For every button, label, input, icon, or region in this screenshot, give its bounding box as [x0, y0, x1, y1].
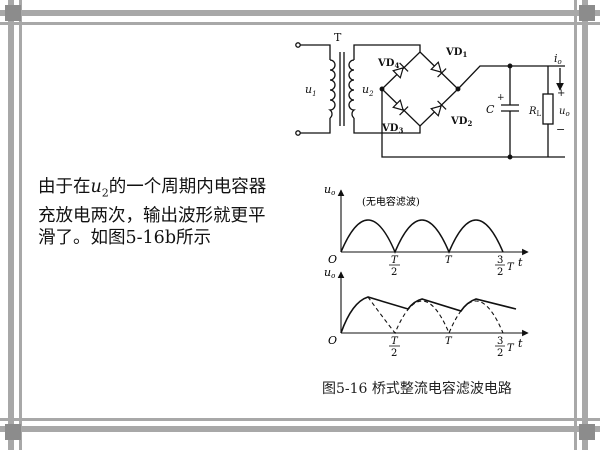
label-vd3: VD3	[381, 123, 403, 135]
wave1-tick-32-num: 3	[497, 255, 503, 266]
wave2-tick-32-den: 2	[497, 348, 503, 359]
wave2-tick-32-num: 3	[497, 336, 503, 347]
wave2-filtered-curve	[340, 296, 517, 334]
circuit-labels: T u1 u2 VD1 VD4 VD2 VD3 C + io RL uo + −	[305, 31, 570, 136]
diode-vd1	[430, 61, 447, 78]
bridge-diamond	[381, 51, 459, 127]
explanation-var: u	[90, 177, 102, 197]
secondary-coil	[348, 59, 356, 119]
wave1-tick-32-den: 2	[497, 267, 503, 278]
explanation-sub: 2	[101, 186, 109, 200]
label-u1: u1	[305, 83, 317, 98]
wave1-origin: O	[328, 253, 337, 266]
primary-wire-bottom	[298, 118, 331, 134]
label-capacitor: C	[486, 103, 495, 116]
wave2-tick-half-num: T	[391, 336, 399, 347]
figure-caption: 图5-16 桥式整流电容滤波电路	[322, 381, 512, 397]
primary-coil	[328, 59, 336, 119]
frame-corner-boxes	[5, 5, 595, 440]
diodes	[392, 61, 447, 117]
diode-vd3	[392, 99, 409, 116]
wave1-note: (无电容滤波)	[362, 195, 420, 208]
wave2-tick-half-den: 2	[391, 348, 397, 359]
output-wire-top	[457, 65, 510, 90]
bridge-circuit	[295, 42, 565, 160]
wave2-origin: O	[328, 334, 337, 347]
primary-terminal-top	[295, 42, 301, 48]
wave2-ylabel: uo	[324, 266, 335, 280]
label-transformer: T	[334, 31, 342, 44]
wave1-tick-32-T: T	[507, 262, 515, 273]
label-vd4: VD4	[377, 58, 399, 70]
explanation-part1: 由于在	[38, 177, 91, 197]
load-resistor	[542, 93, 554, 125]
label-minus: −	[556, 123, 565, 136]
wave1-rectified-curve	[340, 219, 504, 254]
wave2-rectified-dashed	[367, 296, 504, 335]
waveform-with-filter: uo O t T 2 T 3 2 T	[324, 266, 529, 359]
diode-vd2	[430, 100, 447, 117]
label-io: io	[554, 52, 562, 66]
primary-terminal-bottom	[295, 130, 301, 136]
wave2-tick-T: T	[445, 336, 453, 347]
wave1-tick-half-den: 2	[391, 267, 397, 278]
secondary-wire-bottom	[353, 118, 421, 134]
label-plus: +	[557, 88, 565, 99]
wave2-tick-32-T: T	[507, 343, 515, 354]
explanation-part2: 的一个周期内电容器充放电两次，输出波形就更平滑了。如图5-16b所示	[38, 177, 267, 248]
label-u2: u2	[362, 83, 374, 98]
label-rl: RL	[528, 106, 542, 118]
explanation-text: 由于在u2的一个周期内电容器充放电两次，输出波形就更平滑了。如图5-16b所示	[38, 176, 270, 249]
waveform-no-filter: uo (无电容滤波) O t T 2 T 3 2 T	[324, 183, 529, 278]
diode-vd4	[392, 62, 409, 79]
label-vd1: VD1	[445, 47, 467, 59]
wave2-t-label: t	[518, 337, 523, 350]
wave1-ylabel: uo	[324, 183, 335, 197]
wave1-tick-T: T	[445, 255, 453, 266]
return-wire	[381, 89, 565, 158]
wave1-tick-half-num: T	[391, 255, 399, 266]
secondary-wire-top	[353, 44, 421, 60]
label-uo: uo	[559, 106, 570, 118]
label-vd2: VD2	[450, 116, 472, 128]
wave1-t-label: t	[518, 256, 523, 269]
primary-wire-top	[298, 44, 331, 60]
label-cap-plus: +	[497, 93, 505, 103]
